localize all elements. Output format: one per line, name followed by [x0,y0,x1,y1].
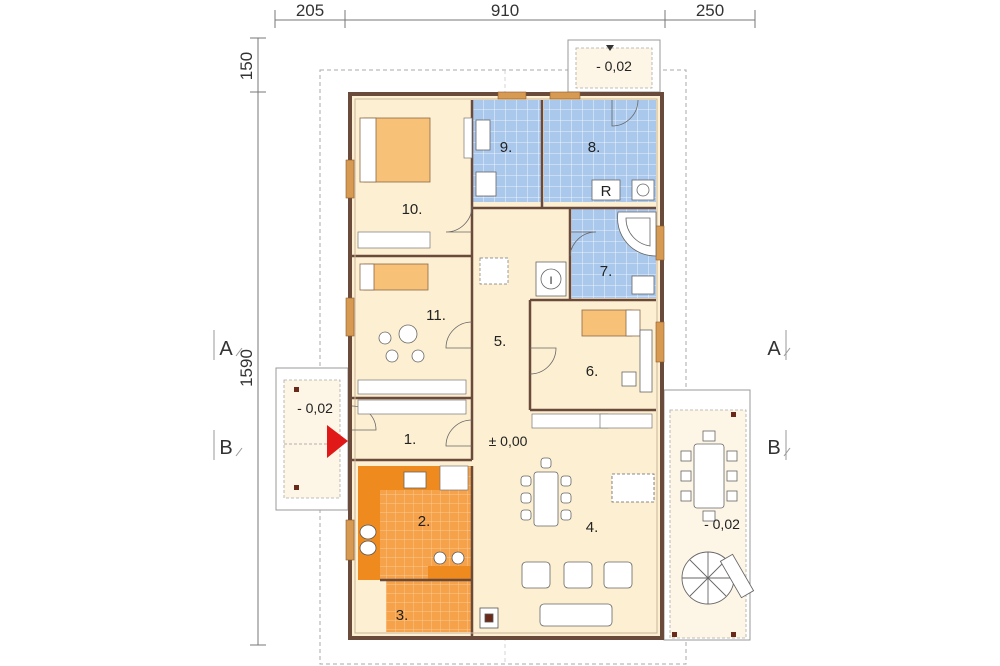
top-porch [567,39,661,93]
level-top-porch: - 0,02 [596,58,632,74]
room-label-5: 5. [494,333,507,350]
section-mark-a-right: A [767,338,781,360]
room-3-tiles [386,580,472,632]
room-label-6: 6. [586,363,599,380]
sofa-set-icon [521,473,655,627]
room-label-10: 10. [402,201,423,218]
desk-icon [621,329,653,393]
sink-icon [359,524,377,556]
entrance-arrow-icon [327,425,348,458]
dim-top-center: 910 [491,1,519,20]
section-mark-b-right: B [767,437,780,459]
guest-bed-icon [581,309,641,337]
room-label-4: 4. [586,519,599,536]
level-entrance-porch: - 0,02 [297,400,333,416]
kitchen-island [428,566,472,580]
bathtub-icon [617,211,657,257]
level-floor: ± 0,00 [489,433,528,449]
door-swings [351,99,639,447]
room-label-7: 7. [600,263,613,280]
room-label-9: 9. [500,139,513,156]
level-terrace: - 0,02 [704,516,740,532]
room-label-1: 1. [404,431,417,448]
fireplace-icon [479,607,499,629]
range-hood [403,471,427,489]
washer-label: I [549,275,552,287]
terrace-dining-set-icon [680,430,738,522]
room-label-3: 3. [396,607,409,624]
dimension-lines [250,10,756,646]
terrace-parasol-icon [681,551,755,605]
dim-top-left: 205 [296,1,324,20]
radiator-label: R [601,183,612,200]
section-mark-b-left: B [219,437,232,459]
double-bed-icon [359,117,431,183]
dining-set-icon [520,457,572,527]
roof-outline [319,69,687,665]
section-mark-a-left: A [219,338,233,360]
dim-top-right: 250 [696,1,724,20]
kitchen-counter [358,466,440,580]
hall-cabinets [439,257,653,491]
dim-left-main: 1590 [237,349,256,387]
room-label-2: 2. [418,513,431,530]
wardrobes [357,117,609,429]
room-label-8: 8. [588,139,601,156]
single-bed-icon [359,263,429,291]
section-ticks [213,330,791,460]
bathroom-fixtures [475,119,655,297]
room-label-11: 11. [426,307,446,324]
interior-walls [352,100,656,636]
dim-left-upper: 150 [237,52,256,80]
windows [345,91,665,561]
side-table-icon [378,324,425,363]
bar-stools-icon [433,551,465,565]
